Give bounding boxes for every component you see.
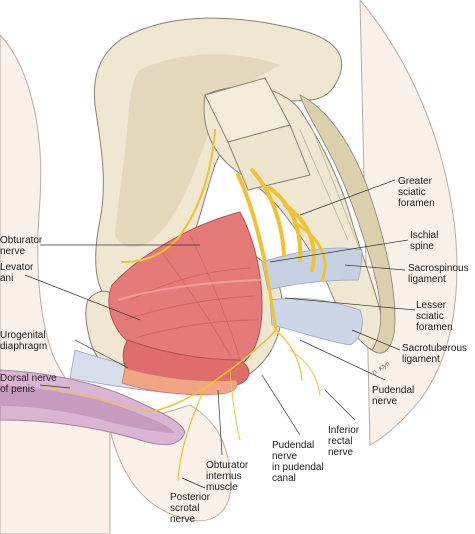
label-urogenital-diaphragm: Urogenital diaphragm <box>0 330 48 352</box>
levator-highlight <box>117 279 263 301</box>
label-ischial-spine: Ischial spine <box>410 230 439 252</box>
sacrotuberous-ligament <box>269 297 363 346</box>
label-obturator-internus-muscle: Obturator internus muscle <box>206 460 249 493</box>
sacrum-back <box>299 94 396 354</box>
label-lesser-sciatic-foramen: Lesser sciatic foramen <box>416 300 453 333</box>
vertebra-s1 <box>227 124 311 191</box>
urogenital-diaphragm-band <box>121 367 238 395</box>
label-inferior-rectal-nerve: Inferior rectal nerve <box>328 425 360 458</box>
label-obturator-nerve: Obturator nerve <box>0 235 43 257</box>
label-sacrotuberous-ligament: Sacrotuberous ligament <box>402 343 468 365</box>
label-greater-sciatic-foramen: Greater sciatic foramen <box>398 176 435 209</box>
label-pudendal-nerve-in-pudendal-canal: Pudendal nerve in pudendal canal <box>272 440 324 484</box>
penis-inner <box>0 385 175 433</box>
ilium-shading <box>115 54 280 248</box>
leader-lines <box>24 179 416 489</box>
nerve-paths <box>39 129 327 481</box>
label-posterior-scrotal-nerve: Posterior scrotal nerve <box>170 492 211 525</box>
levator-striations <box>124 234 259 361</box>
label-levator-ani: Levator ani <box>0 262 34 284</box>
body-outline <box>0 34 111 534</box>
label-pudendal-nerve: Pudendal nerve <box>372 385 415 407</box>
label-dorsal-nerve-of-penis: Dorsal nerve of penis <box>0 373 57 395</box>
label-sacrospinous-ligament: Sacrospinous ligament <box>408 263 469 285</box>
